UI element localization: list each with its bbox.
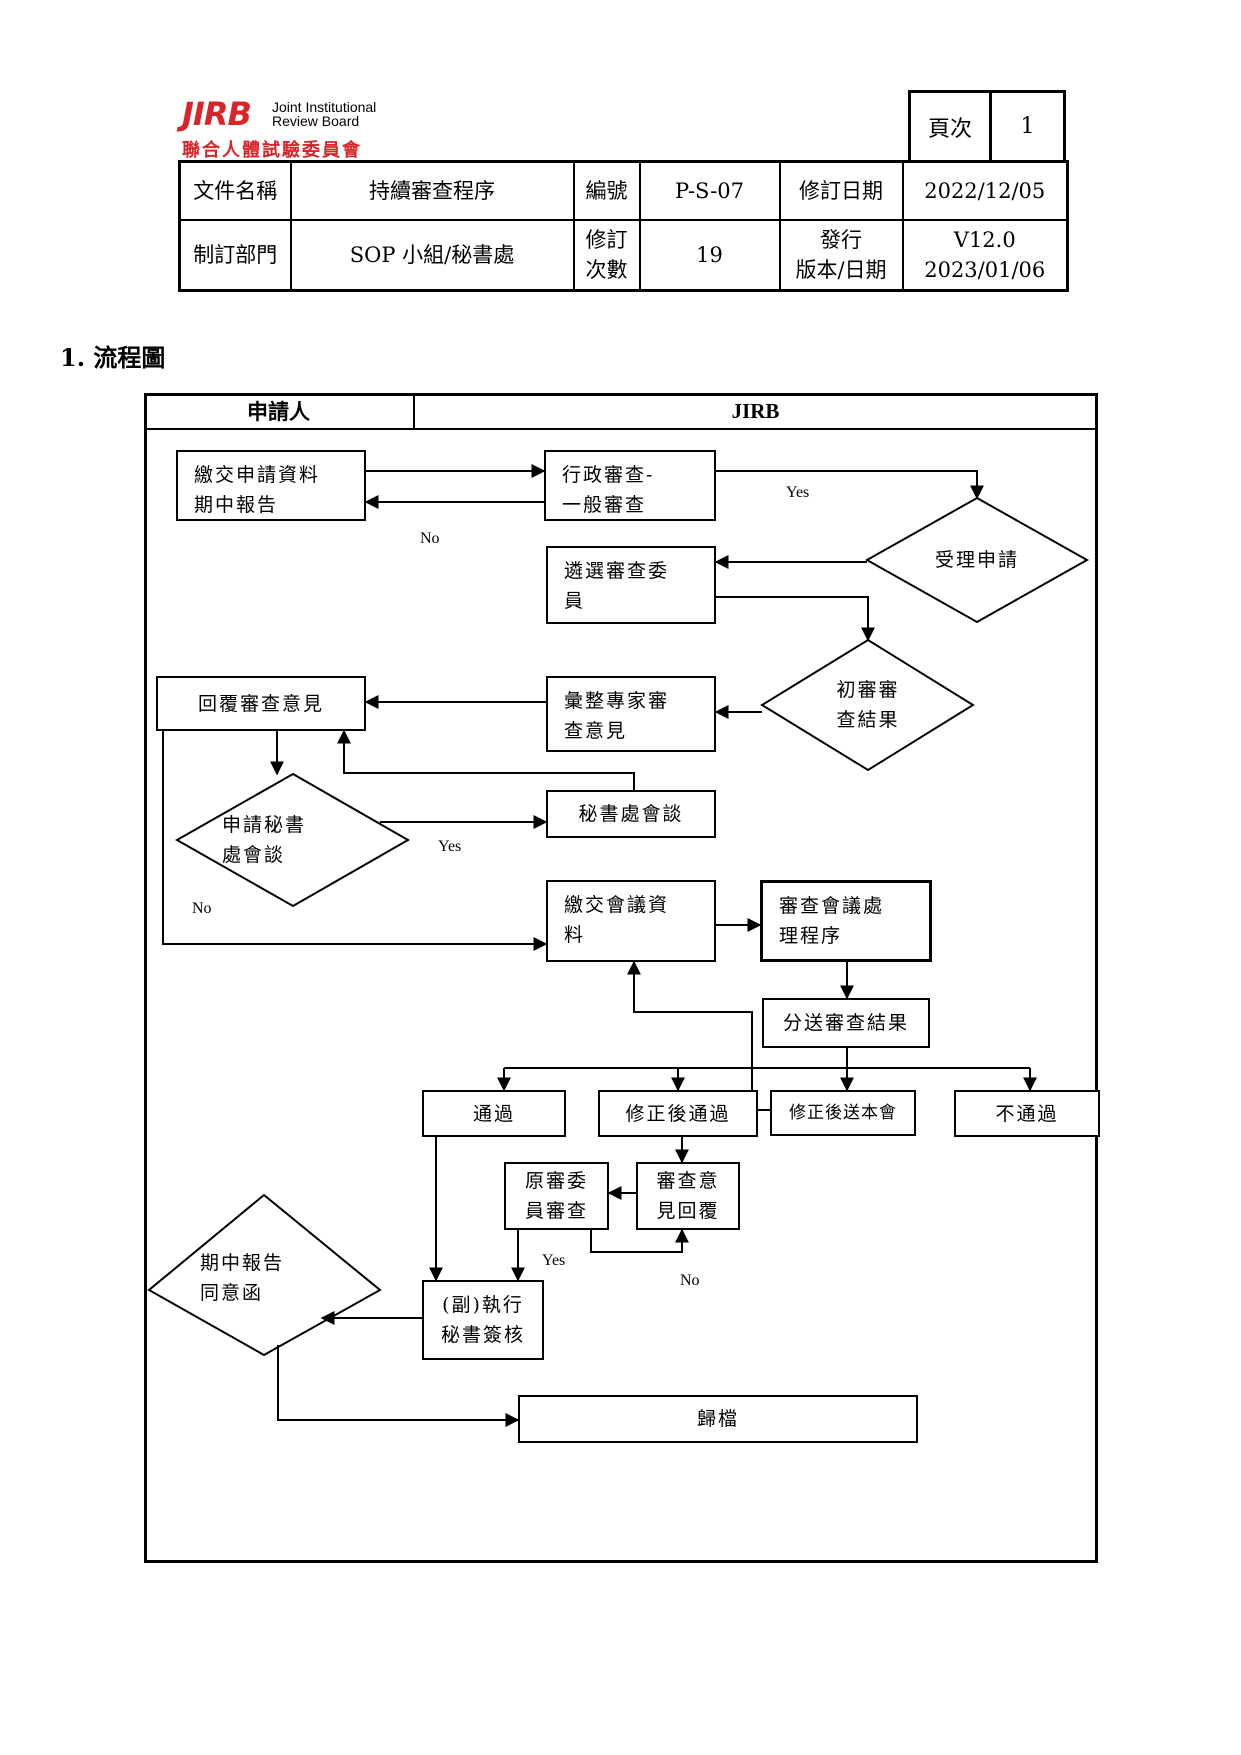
page-value: 1 xyxy=(1020,114,1035,139)
logo-english-name: Joint Institutional Review Board xyxy=(272,99,377,129)
node-secretariat-meeting: 秘書處會談 xyxy=(546,790,716,838)
node-archive: 歸檔 xyxy=(518,1395,918,1443)
label-no-meeting: No xyxy=(192,900,212,917)
diamond-initial-result-text: 初審審 查結果 xyxy=(836,679,900,731)
node-revise-resubmit: 修正後送本會 xyxy=(770,1090,916,1136)
node-review-reply: 審查意 見回覆 xyxy=(636,1162,740,1230)
flowchart-frame xyxy=(144,393,1098,1563)
section-title: 1. 流程圖 xyxy=(60,343,166,372)
diamond-accept xyxy=(864,496,1090,624)
rev-date-value: 2022/12/05 xyxy=(901,160,1069,221)
node-pass: 通過 xyxy=(422,1090,566,1137)
label-yes-meeting: Yes xyxy=(438,838,462,855)
lane-jirb: JIRB xyxy=(731,398,780,423)
diamond-apply-meeting xyxy=(174,772,411,908)
label-no-reviewer: No xyxy=(680,1272,700,1289)
logo-mark: JIRB xyxy=(182,95,252,133)
node-original-reviewer: 原審委 員審查 xyxy=(504,1162,609,1230)
version-value: V12.0 2023/01/06 xyxy=(901,218,1069,292)
label-yes-reviewer: Yes xyxy=(542,1252,566,1269)
node-meeting-procedure: 審查會議處 理程序 xyxy=(760,880,932,962)
dept-value: SOP 小組/秘書處 xyxy=(289,218,575,292)
rev-count-value: 19 xyxy=(638,218,781,292)
node-select-reviewer: 遴選審查委 員 xyxy=(546,546,716,624)
lane-separator xyxy=(413,393,415,429)
lane-divider xyxy=(144,428,1098,430)
version-label: 發行 版本/日期 xyxy=(778,218,904,292)
lane-applicant: 申請人 xyxy=(247,399,310,424)
logo-chinese-name: 聯合人體試驗委員會 xyxy=(182,140,362,161)
doc-name-label: 文件名稱 xyxy=(178,160,292,221)
doc-name: 持續審查程序 xyxy=(289,160,575,221)
diamond-initial-result xyxy=(760,638,975,772)
diamond-accept-text: 受理申請 xyxy=(934,549,1019,571)
node-submit: 繳交申請資料 期中報告 xyxy=(176,450,366,521)
document-info-table: 文件名稱 持續審查程序 編號 P-S-07 修訂日期 2022/12/05 制訂… xyxy=(178,160,1069,292)
code-label: 編號 xyxy=(572,160,641,221)
node-revise-pass: 修正後通過 xyxy=(598,1090,758,1137)
node-compile: 彙整專家審 查意見 xyxy=(546,676,716,752)
diamond-apply-meeting-text: 申請秘書 處會談 xyxy=(222,814,307,866)
page-label: 頁次 xyxy=(911,93,992,160)
node-send-result: 分送審查結果 xyxy=(762,998,930,1048)
page-number-box: 頁次 1 xyxy=(908,90,1066,160)
rev-date-label: 修訂日期 xyxy=(778,160,904,221)
jirb-logo: JIRB Joint Institutional Review Board 聯合… xyxy=(182,95,442,161)
code-value: P-S-07 xyxy=(638,160,781,221)
label-no-admin: No xyxy=(420,530,440,547)
node-exec-secretary: (副)執行 秘書簽核 xyxy=(422,1280,544,1360)
node-fail: 不通過 xyxy=(954,1090,1100,1137)
node-admin-review: 行政審查- 一般審查 xyxy=(544,450,716,521)
node-submit-meeting: 繳交會議資 料 xyxy=(546,880,716,962)
dept-label: 制訂部門 xyxy=(178,218,292,292)
diamond-interim-consent-text: 期中報告 同意函 xyxy=(200,1252,285,1304)
node-reply: 回覆審查意見 xyxy=(156,676,366,731)
rev-count-label: 修訂 次數 xyxy=(572,218,641,292)
label-yes-admin: Yes xyxy=(786,484,810,501)
